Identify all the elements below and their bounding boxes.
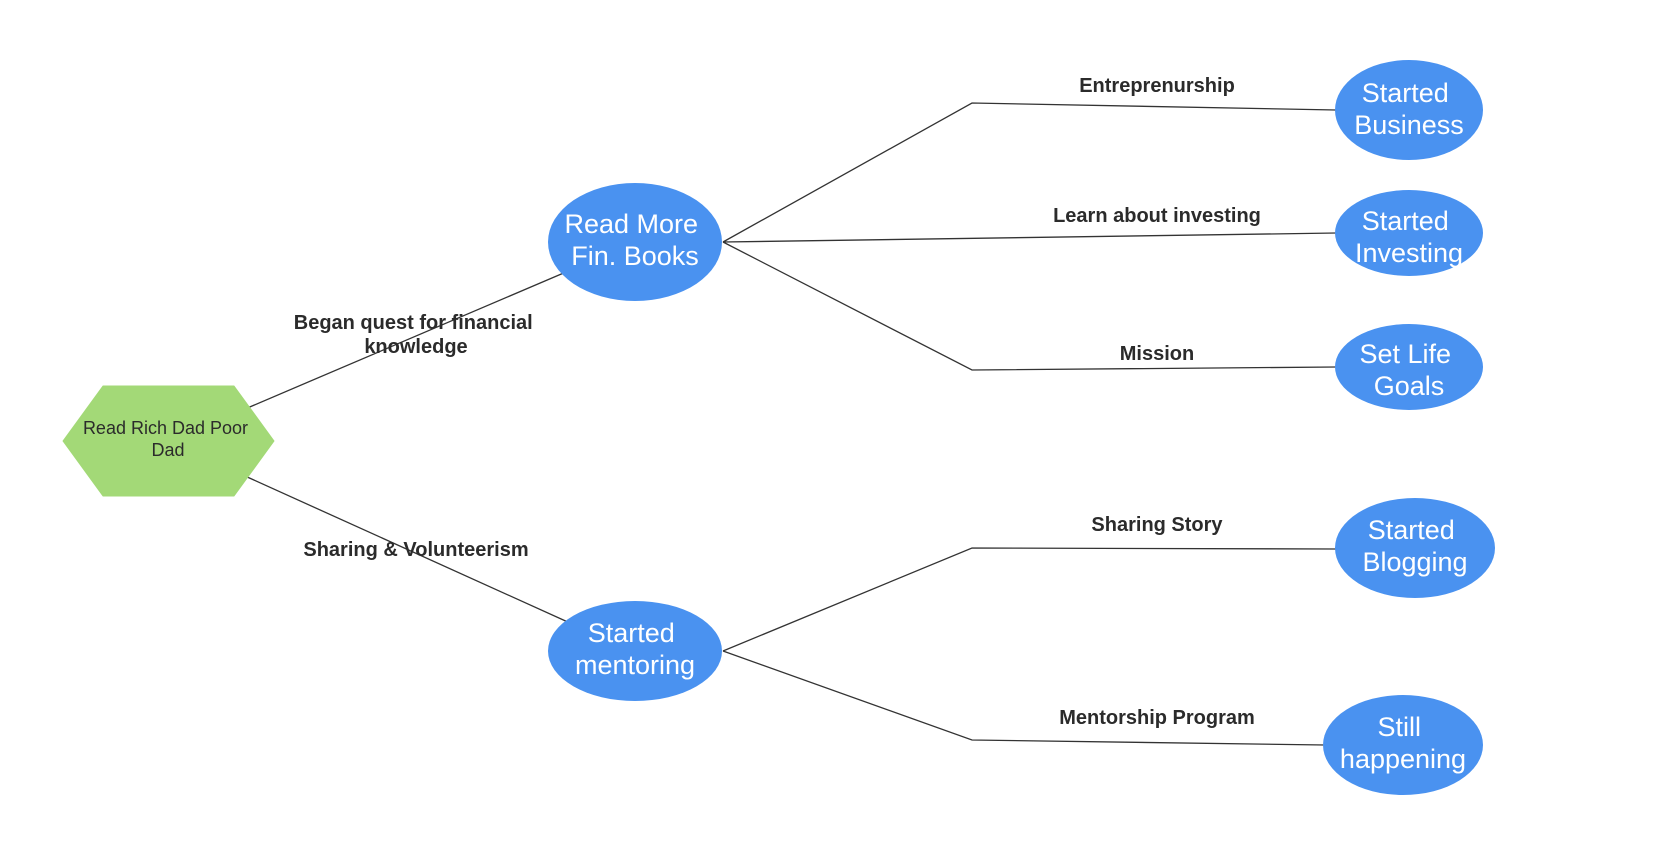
- node-read-more-books[interactable]: Read More Fin. Books: [548, 183, 722, 301]
- edge-label-investing: Learn about investing: [1053, 205, 1261, 227]
- edge-root-to-books: [244, 271, 567, 410]
- node-set-life-goals-shape: [1335, 324, 1483, 410]
- node-read-more-books-line-2: Fin. Books: [571, 241, 699, 271]
- edge-label-goals: Mission: [1120, 343, 1194, 365]
- node-still-happening-shape: [1323, 695, 1483, 795]
- edge-label-root-books-line-1: Began quest for financial: [294, 312, 533, 334]
- node-started-investing-shape: [1335, 190, 1483, 276]
- edge-root-to-mentoring: [244, 475, 571, 624]
- edge-books-to-business: [722, 102, 1337, 243]
- node-started-investing-line-1: Started: [1362, 206, 1449, 236]
- node-set-life-goals-label: Set Life Goals: [1359, 339, 1458, 401]
- edge-books-to-investing: [722, 232, 1337, 243]
- root-node[interactable]: Read Rich Dad Poor Dad: [62, 385, 275, 497]
- edge-label-root-books: Began quest for financial knowledge: [294, 312, 539, 358]
- edge-label-root-books-line-2: knowledge: [364, 336, 467, 358]
- node-started-blogging-line-1: Started: [1368, 515, 1455, 545]
- node-started-mentoring-shape: [548, 601, 722, 701]
- root-node-label: Read Rich Dad Poor Dad: [83, 418, 253, 460]
- edge-label-happening: Mentorship Program: [1059, 707, 1255, 729]
- node-set-life-goals-line-1: Set Life: [1359, 339, 1451, 369]
- node-started-mentoring[interactable]: Started mentoring: [548, 601, 722, 701]
- node-started-mentoring-line-2: mentoring: [575, 650, 695, 680]
- root-node-shape: [62, 385, 275, 497]
- node-started-business-label: Started Business: [1354, 78, 1464, 140]
- node-started-mentoring-line-1: Started: [588, 618, 675, 648]
- edge-mentoring-to-blogging: [722, 547, 1337, 652]
- node-started-business-line-2: Business: [1354, 110, 1464, 140]
- node-still-happening-line-1: Still: [1377, 712, 1421, 742]
- node-still-happening-label: Still happening: [1340, 712, 1466, 774]
- edge-label-blogging: Sharing Story: [1091, 514, 1223, 536]
- edge-label-root-mentoring: Sharing & Volunteerism: [303, 539, 528, 561]
- node-started-investing-line-2: Investing: [1355, 238, 1463, 268]
- node-started-blogging-shape: [1335, 498, 1495, 598]
- node-started-blogging-label: Started Blogging: [1362, 515, 1467, 577]
- node-read-more-books-label: Read More Fin. Books: [564, 209, 705, 271]
- root-node-label-line-1: Read Rich Dad Poor: [83, 418, 248, 438]
- node-started-mentoring-label: Started mentoring: [575, 618, 695, 680]
- node-started-business-line-1: Started: [1362, 78, 1449, 108]
- node-started-business[interactable]: Started Business: [1335, 60, 1483, 160]
- node-started-business-shape: [1335, 60, 1483, 160]
- node-started-investing[interactable]: Started Investing: [1335, 190, 1483, 276]
- edge-labels: Began quest for financial knowledge Shar…: [294, 75, 1261, 729]
- node-started-blogging-line-2: Blogging: [1362, 547, 1467, 577]
- node-started-blogging[interactable]: Started Blogging: [1335, 498, 1495, 598]
- edge-label-business: Entreprenurship: [1079, 75, 1235, 97]
- edge-mentoring-to-happening: [722, 650, 1326, 746]
- node-still-happening-line-2: happening: [1340, 744, 1466, 774]
- node-set-life-goals[interactable]: Set Life Goals: [1335, 324, 1483, 410]
- root-node-label-line-2: Dad: [151, 440, 184, 460]
- node-still-happening[interactable]: Still happening: [1323, 695, 1483, 795]
- node-read-more-books-line-1: Read More: [564, 209, 698, 239]
- edge-books-to-goals: [722, 241, 1337, 371]
- node-set-life-goals-line-2: Goals: [1374, 371, 1445, 401]
- node-read-more-books-shape: [548, 183, 722, 301]
- edges: [244, 102, 1337, 746]
- node-started-investing-label: Started Investing: [1355, 206, 1463, 268]
